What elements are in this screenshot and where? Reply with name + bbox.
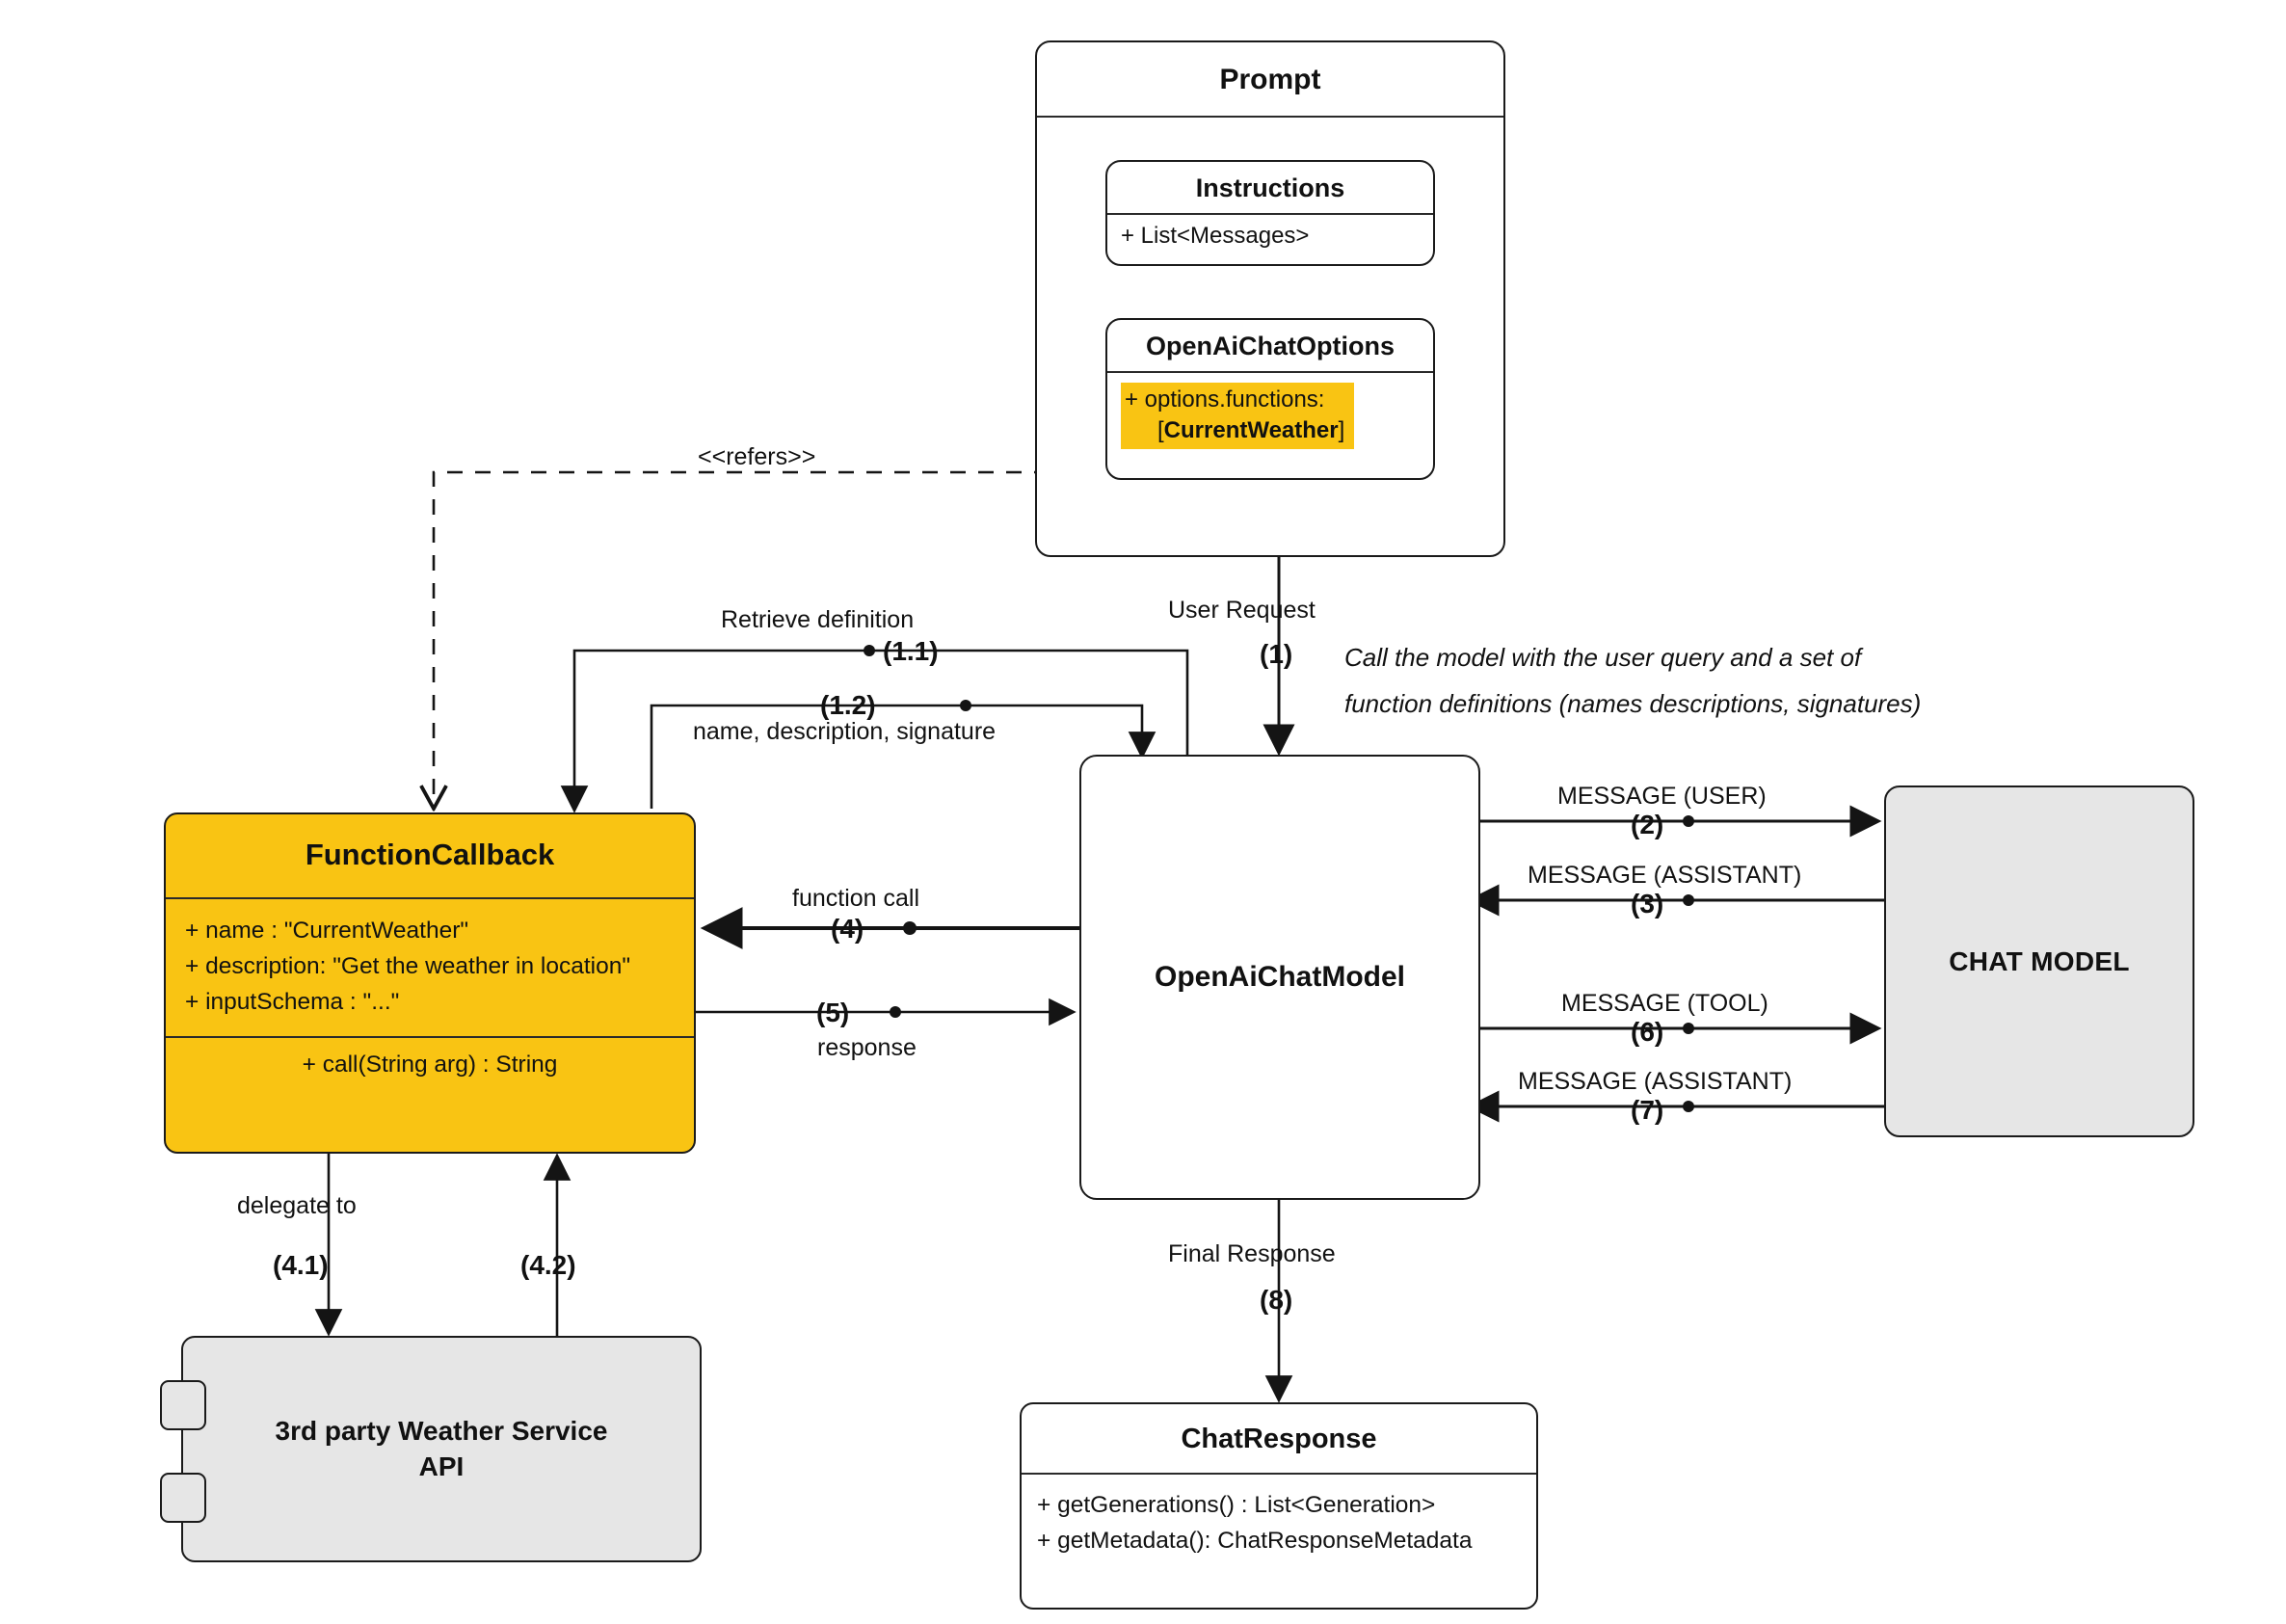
chat-response-operation: + getMetadata(): ChatResponseMetadata [1037, 1527, 1473, 1554]
component-tab-icon [160, 1380, 206, 1430]
label-message-tool: MESSAGE (TOOL) [1561, 990, 1768, 1017]
openai-chat-options-body: + options.functions: [CurrentWeather] [1107, 373, 1433, 450]
function-callback-divider-1 [166, 897, 694, 899]
label-step-3: (3) [1631, 889, 1664, 918]
label-step-1-1: (1.1) [883, 636, 939, 666]
openai-chat-options-class-box[interactable]: OpenAiChatOptions + options.functions: [… [1105, 318, 1435, 480]
function-callback-title: FunctionCallback [305, 838, 555, 871]
options-functions-label: + options.functions: [1125, 386, 1325, 413]
note-line-1: Call the model with the user query and a… [1344, 643, 1862, 672]
function-callback-attributes: + name : "CurrentWeather" + description:… [166, 899, 694, 1036]
function-callback-attr: + name : "CurrentWeather" [185, 918, 469, 944]
label-name-desc-signature: name, description, signature [693, 718, 997, 745]
label-message-assistant-1: MESSAGE (ASSISTANT) [1528, 862, 1802, 889]
openai-chat-model-box[interactable]: OpenAiChatModel [1079, 755, 1480, 1200]
label-step-6: (6) [1631, 1017, 1664, 1047]
chat-response-class-box[interactable]: ChatResponse + getGenerations() : List<G… [1020, 1402, 1538, 1610]
label-response: response [817, 1034, 917, 1061]
openai-chat-model-title: OpenAiChatModel [1155, 961, 1405, 993]
note-line-2: function definitions (names descriptions… [1344, 689, 1922, 718]
label-step-2: (2) [1631, 810, 1664, 839]
options-functions-highlight: + options.functions: [CurrentWeather] [1121, 383, 1355, 450]
chat-response-operation: + getGenerations() : List<Generation> [1037, 1492, 1436, 1518]
weather-service-title-line2: API [418, 1451, 465, 1482]
edge-refers [434, 470, 1105, 809]
chat-response-divider [1022, 1473, 1536, 1475]
weather-service-title: 3rd party Weather Service API [183, 1413, 700, 1486]
label-step-5: (5) [816, 998, 850, 1027]
label-message-assistant-2: MESSAGE (ASSISTANT) [1518, 1068, 1793, 1095]
function-callback-divider-2 [166, 1035, 694, 1038]
label-final-response: Final Response [1168, 1240, 1336, 1267]
chat-model-box[interactable]: CHAT MODEL [1884, 785, 2194, 1137]
label-step-1: (1) [1260, 639, 1293, 669]
options-functions-value: CurrentWeather [1163, 416, 1339, 443]
prompt-title: Prompt [1219, 64, 1321, 95]
component-tab-icon [160, 1473, 206, 1523]
function-callback-attr: + description: "Get the weather in locat… [185, 953, 631, 980]
function-callback-operation: + call(String arg) : String [302, 1051, 558, 1078]
openai-chat-options-divider [1107, 371, 1433, 373]
prompt-divider [1037, 116, 1503, 118]
instructions-attribute: + List<Messages> [1121, 223, 1310, 249]
openai-chat-options-title: OpenAiChatOptions [1146, 332, 1395, 360]
function-callback-attr: + inputSchema : "..." [185, 989, 400, 1016]
options-functions-close: ] [1338, 416, 1345, 443]
label-step-8: (8) [1260, 1285, 1293, 1315]
weather-service-title-line1: 3rd party Weather Service [275, 1415, 608, 1446]
label-delegate-to: delegate to [237, 1192, 357, 1219]
chat-response-operations: + getGenerations() : List<Generation> + … [1022, 1475, 1536, 1559]
label-function-call: function call [792, 885, 920, 912]
label-step-4: (4) [831, 914, 864, 944]
label-step-1-2: (1.2) [820, 690, 876, 720]
label-message-user: MESSAGE (USER) [1557, 783, 1767, 810]
label-step-7: (7) [1631, 1095, 1664, 1125]
instructions-title: Instructions [1195, 173, 1345, 202]
weather-service-component[interactable]: 3rd party Weather Service API [160, 1336, 702, 1562]
label-retrieve-definition: Retrieve definition [721, 606, 915, 633]
instructions-class-box[interactable]: Instructions + List<Messages> [1105, 160, 1435, 266]
label-step-4-1: (4.1) [273, 1250, 329, 1280]
options-functions-open: [ [1157, 416, 1164, 443]
chat-response-title: ChatResponse [1181, 1424, 1377, 1454]
label-user-request: User Request [1168, 597, 1316, 624]
label-refers: <<refers>> [698, 443, 816, 470]
chat-model-title: CHAT MODEL [1949, 945, 2130, 976]
instructions-divider [1107, 213, 1433, 215]
function-callback-class-box[interactable]: FunctionCallback + name : "CurrentWeathe… [164, 812, 696, 1154]
label-step-4-2: (4.2) [520, 1250, 576, 1280]
